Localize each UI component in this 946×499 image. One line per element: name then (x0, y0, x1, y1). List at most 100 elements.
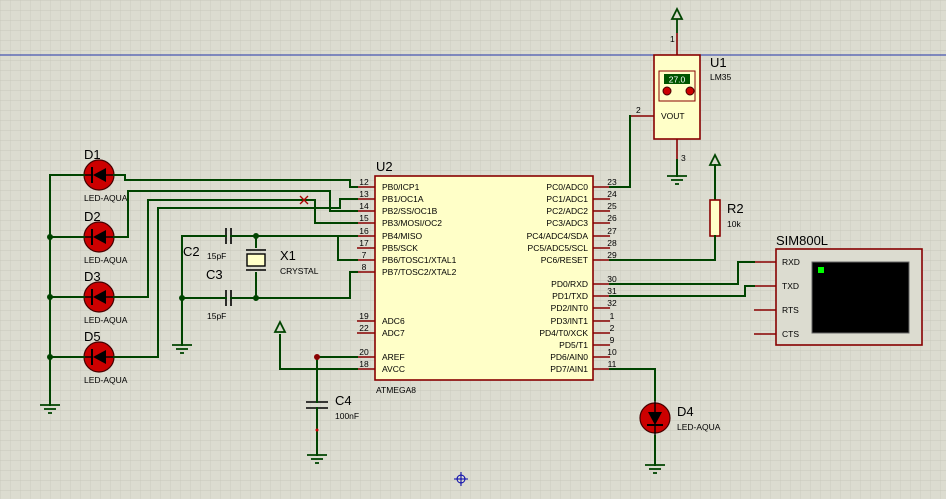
u2-pin-number: 8 (362, 262, 367, 272)
u2-pin-name: PC6/RESET (541, 255, 588, 265)
u2-pin-number: 15 (359, 213, 369, 223)
u1-pin2-num: 2 (636, 105, 641, 115)
r2-ref: R2 (727, 201, 744, 216)
u2-pin-name: PC1/ADC1 (546, 194, 588, 204)
led-diode-icon (648, 412, 662, 425)
ground-caps (172, 344, 192, 354)
ground-c4 (307, 454, 327, 464)
led-value: LED-AQUA (677, 422, 721, 432)
x1-body (246, 253, 266, 267)
u2-pin-number: 22 (359, 323, 369, 333)
ground-leds (40, 404, 60, 414)
sim-pin-name: TXD (782, 281, 799, 291)
u2-pin-name: PD1/TXD (552, 291, 588, 301)
u2-pin-name: PD3/INT1 (551, 316, 589, 326)
sim-ref: SIM800L (776, 233, 828, 248)
u2-pin-name: PD2/INT0 (551, 303, 589, 313)
u2-pin-name: PB2/SS/OC1B (382, 206, 438, 216)
u2-pin-name: PD6/AIN0 (550, 352, 588, 362)
u2-pin-name: ADC6 (382, 316, 405, 326)
led-value: LED-AQUA (84, 193, 128, 203)
u2-pin-name: PD0/RXD (551, 279, 588, 289)
c4-ref: C4 (335, 393, 352, 408)
u2-pin-number: 31 (607, 286, 617, 296)
junctions (47, 233, 320, 432)
u2-body (374, 175, 594, 381)
u2-pin-number: 30 (607, 274, 617, 284)
u2-pin-name: ADC7 (382, 328, 405, 338)
u1-increase-button[interactable] (685, 86, 695, 96)
u2-pin-number: 26 (607, 213, 617, 223)
led-ref: D4 (677, 404, 694, 419)
u2-pin-name: PC0/ADC0 (546, 182, 588, 192)
c2-value: 15pF (207, 251, 226, 261)
sim-pin-name: CTS (782, 329, 799, 339)
u2-pin-name: PB7/TOSC2/XTAL2 (382, 267, 457, 277)
u2-pin-number: 1 (610, 311, 615, 321)
u2-pin-number: 2 (610, 323, 615, 333)
u2-pin-number: 17 (359, 238, 369, 248)
sim-screen (811, 261, 910, 334)
led-ref: D1 (84, 147, 101, 162)
c3-ref: C3 (206, 267, 223, 282)
led-ref: D5 (84, 329, 101, 344)
r2-value: 10k (727, 219, 741, 229)
u2-pin-name: PB1/OC1A (382, 194, 424, 204)
x1-ref: X1 (280, 248, 296, 263)
r2-body (709, 199, 721, 237)
u2-pin-name: PC2/ADC2 (546, 206, 588, 216)
u1-lm35[interactable]: 27.0 VOUT 1 2 3 U1 LM35 (630, 33, 732, 163)
u1-pin3-num: 3 (681, 153, 686, 163)
led-diode-icon (93, 230, 106, 244)
u2-pin-number: 20 (359, 347, 369, 357)
u2-right-pins: 23PC0/ADC024PC1/ADC125PC2/ADC226PC3/ADC3… (527, 177, 617, 374)
led-value: LED-AQUA (84, 255, 128, 265)
u2-pin-name: PB5/SCK (382, 243, 418, 253)
x1-crystal[interactable]: X1 CRYSTAL (246, 235, 319, 299)
u2-pin-number: 24 (607, 189, 617, 199)
u2-pin-number: 10 (607, 347, 617, 357)
r2-resistor[interactable]: R2 10k (708, 152, 744, 261)
u2-pin-number: 25 (607, 201, 617, 211)
c2-ref: C2 (183, 244, 200, 259)
c3-value: 15pF (207, 311, 226, 321)
u2-pin-number: 18 (359, 359, 369, 369)
ground-d4 (645, 464, 665, 474)
x1-value: CRYSTAL (280, 266, 319, 276)
u2-pin-name: PB0/ICP1 (382, 182, 420, 192)
u1-reading: 27.0 (669, 75, 686, 85)
sim-pin-name: RXD (782, 257, 800, 267)
u2-pin-name: PB6/TOSC1/XTAL1 (382, 255, 457, 265)
origin-marker-icon (454, 472, 468, 486)
led-diode-icon (93, 290, 106, 304)
u2-pin-number: 29 (607, 250, 617, 260)
led-value: LED-AQUA (84, 315, 128, 325)
u2-pin-number: 12 (359, 177, 369, 187)
led-diode-icon (93, 350, 106, 364)
u1-decrease-button[interactable] (662, 86, 672, 96)
no-connect-mark (299, 195, 309, 205)
u2-pin-number: 11 (608, 359, 617, 369)
u1-value: LM35 (710, 72, 732, 82)
c4-value: 100nF (335, 411, 359, 421)
avcc-power-terminal (273, 319, 287, 333)
u1-power-terminal (670, 6, 684, 33)
led-ref: D3 (84, 269, 101, 284)
sim-status-led (818, 267, 824, 273)
u2-pin-number: 28 (607, 238, 617, 248)
c3-capacitor[interactable]: C3 15pF (206, 267, 232, 321)
u2-pin-number: 14 (359, 201, 369, 211)
u2-ref: U2 (376, 159, 393, 174)
led-diode-icon (93, 168, 106, 182)
led-value: LED-AQUA (84, 375, 128, 385)
u2-pin-name: PC3/ADC3 (546, 218, 588, 228)
u2-pin-number: 27 (607, 226, 617, 236)
